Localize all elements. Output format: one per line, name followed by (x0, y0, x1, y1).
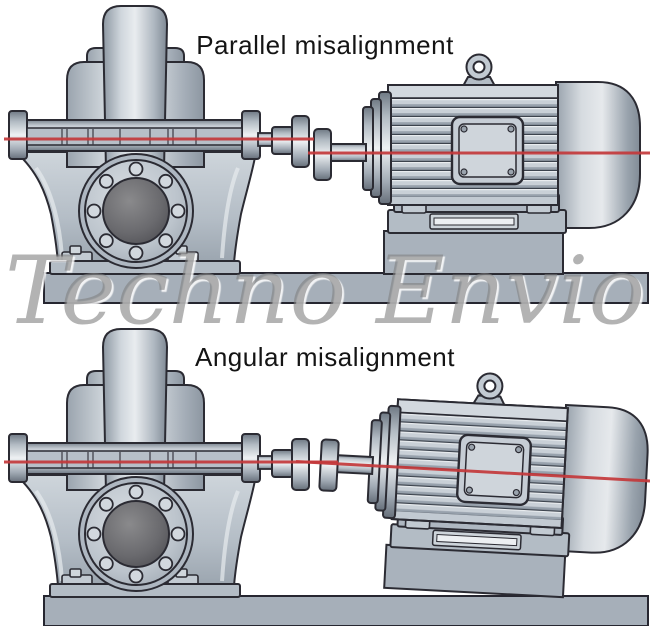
parallel-title: Parallel misalignment (196, 30, 454, 60)
angular-title: Angular misalignment (194, 342, 455, 372)
motor-illustration (312, 53, 642, 276)
motor-illustration (313, 363, 650, 603)
parallel-diagram (4, 4, 650, 304)
motor-axis-line (295, 460, 650, 483)
angular-diagram (4, 327, 650, 626)
